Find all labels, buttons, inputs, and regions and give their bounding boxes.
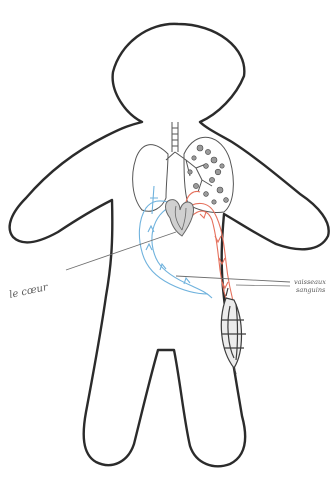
heart-label: le cœur: [8, 282, 50, 301]
vessels-pointer-line-2: [236, 285, 290, 286]
vessels-label: vaisseaux: [294, 278, 326, 286]
vessels-label-2: sanguins: [296, 286, 326, 294]
body-outline-icon: [10, 24, 329, 466]
